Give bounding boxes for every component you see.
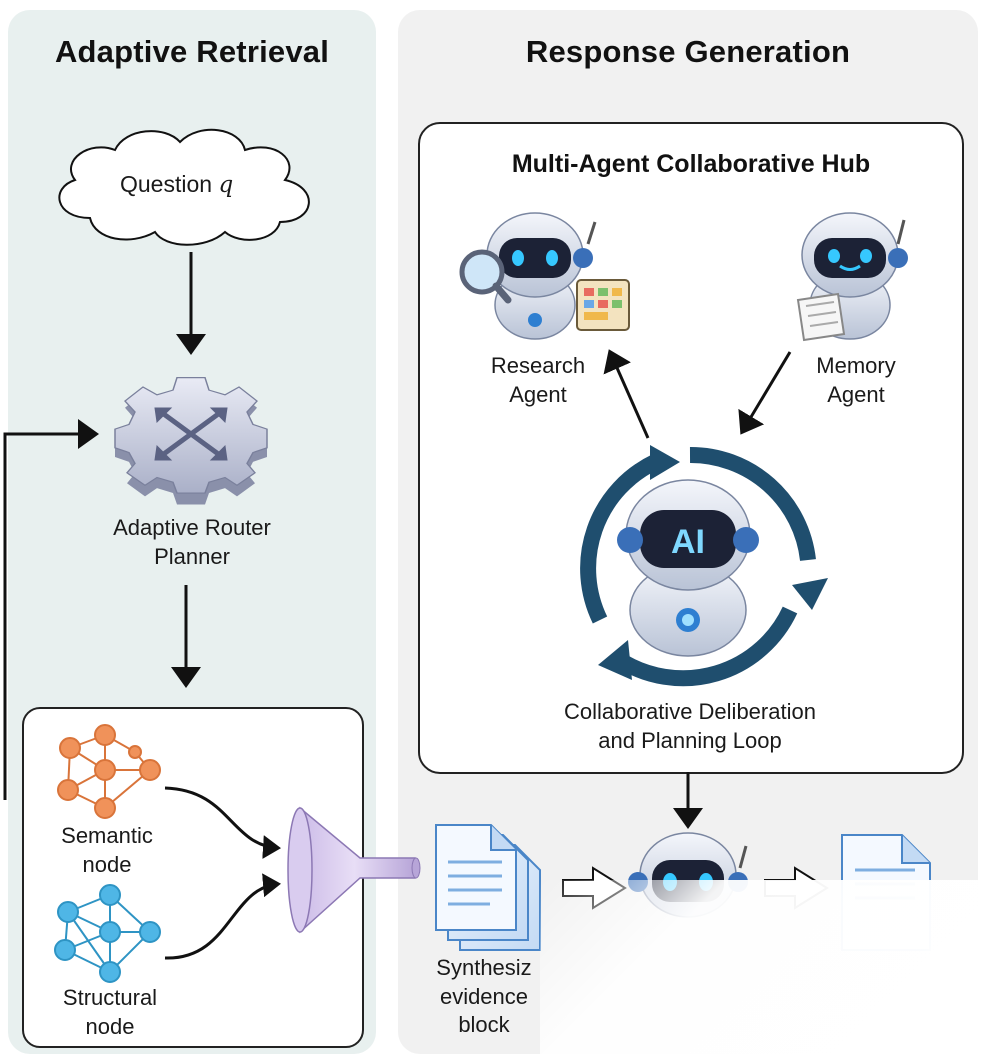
structural-node-icon	[54, 884, 161, 983]
deliberation-loop-label-line2: and Planning Loop	[598, 727, 782, 753]
deliberation-loop-label: Collaborative Deliberation and Planning …	[520, 698, 860, 755]
adaptive-retrieval-title: Adaptive Retrieval	[54, 34, 330, 69]
funnel-icon	[287, 806, 421, 934]
memory-agent-label-line2: Agent	[827, 381, 885, 407]
question-text: Question	[120, 171, 213, 197]
semantic-node-label: Semantic node	[40, 822, 174, 879]
evidence-document-stack-icon	[435, 824, 541, 951]
semantic-node-label-line2: node	[82, 851, 132, 877]
structural-node-label: Structural node	[40, 984, 180, 1041]
semantic-node-icon	[57, 724, 161, 819]
research-agent-label-line2: Agent	[509, 381, 567, 407]
hub-title: Multi-Agent Collaborative Hub	[511, 150, 871, 178]
router-gear-icon	[114, 377, 268, 505]
router-label-line2: Planner	[154, 543, 230, 569]
router-label-line1: Adaptive Router	[113, 515, 271, 540]
generator-robot-icon	[628, 832, 748, 918]
ai-badge: AI	[671, 523, 705, 561]
research-agent-robot-icon	[459, 212, 630, 340]
memory-agent-label: Memory Agent	[790, 352, 922, 409]
semantic-node-label-line1: Semantic	[61, 823, 153, 848]
memory-agent-label-line1: Memory	[816, 353, 896, 378]
deliberation-loop-arrows-icon	[580, 446, 816, 687]
question-variable: q	[218, 172, 234, 198]
evidence-label-line1: Synthesiz	[436, 955, 532, 980]
memory-agent-robot-icon	[796, 212, 908, 342]
evidence-block-label: Synthesiz evidence block	[418, 954, 550, 1040]
question-cloud	[58, 128, 310, 246]
question-label: Question q	[120, 170, 233, 201]
structural-node-label-line1: Structural	[62, 985, 158, 1010]
research-agent-label: Research Agent	[468, 352, 608, 409]
response-generation-title: Response Generation	[525, 34, 851, 69]
router-label: Adaptive Router Planner	[90, 514, 294, 571]
evidence-label-line2: evidence	[439, 983, 529, 1009]
central-ai-robot-icon	[617, 479, 759, 657]
output-document-icon	[841, 834, 931, 951]
deliberation-loop-label-line1: Collaborative Deliberation	[564, 699, 816, 724]
evidence-label-line3: block	[458, 1012, 510, 1038]
structural-node-label-line2: node	[85, 1013, 135, 1039]
research-agent-label-line1: Research	[490, 353, 586, 378]
